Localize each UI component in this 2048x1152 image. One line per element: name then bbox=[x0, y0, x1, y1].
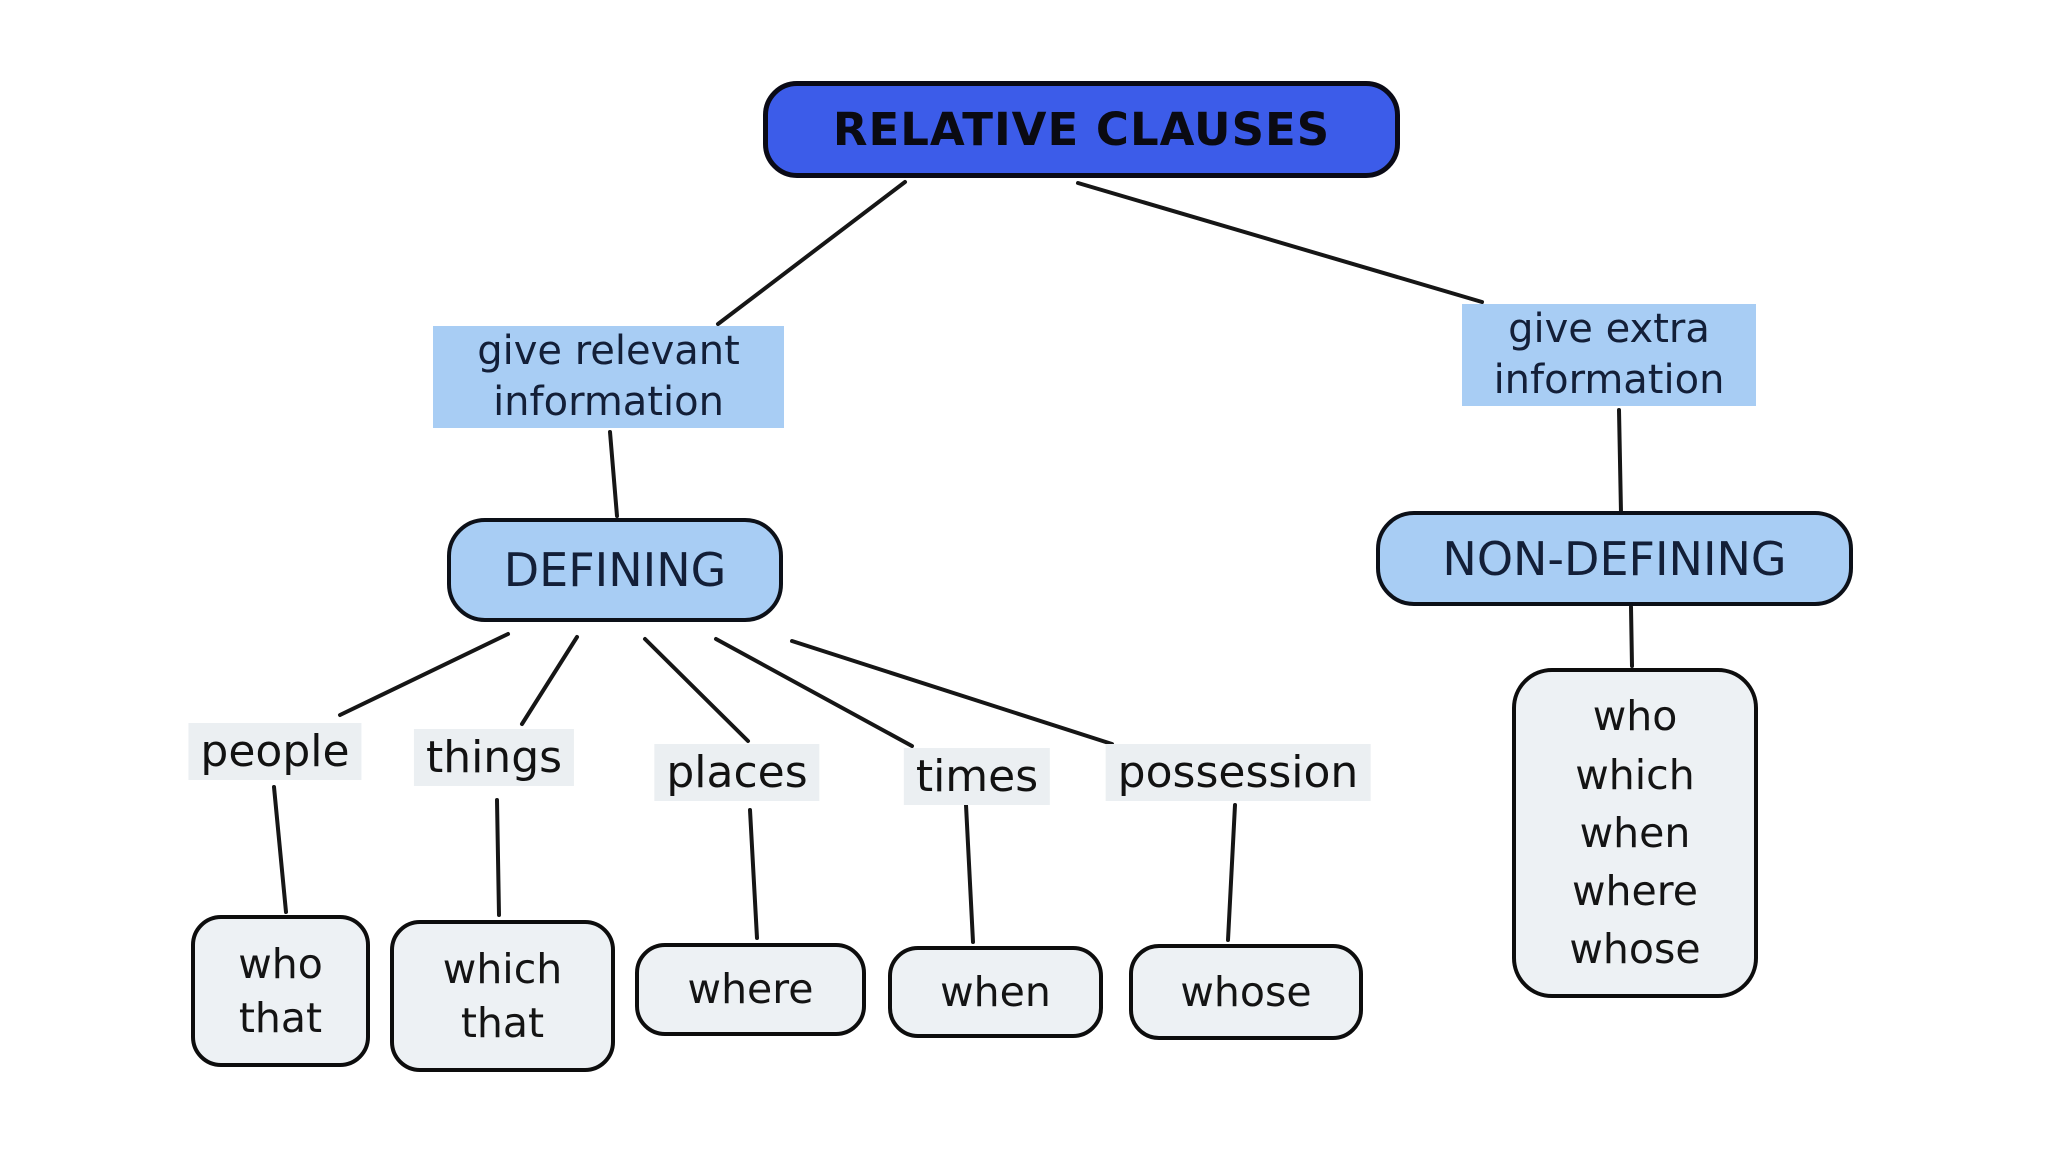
connector bbox=[714, 637, 914, 748]
connector bbox=[338, 632, 510, 717]
connector bbox=[716, 180, 907, 326]
connector bbox=[272, 785, 288, 914]
category-label-possession: possession bbox=[1105, 744, 1371, 801]
connector bbox=[643, 637, 750, 743]
leaf-node-possession-pronouns: whose bbox=[1129, 944, 1363, 1040]
connector bbox=[495, 798, 501, 917]
category-label-people: people bbox=[188, 723, 362, 780]
connector bbox=[1629, 605, 1634, 668]
branch-node-non-defining: NON-DEFINING bbox=[1376, 511, 1853, 606]
note-give-extra-information: give extra information bbox=[1462, 304, 1756, 406]
leaf-node-things-pronouns: which that bbox=[390, 920, 615, 1072]
connector bbox=[790, 639, 1114, 746]
category-label-places: places bbox=[654, 744, 820, 801]
root-node-relative-clauses: RELATIVE CLAUSES bbox=[763, 81, 1400, 178]
leaf-node-times-pronouns: when bbox=[888, 946, 1103, 1038]
connector bbox=[608, 430, 619, 518]
leaf-node-non-defining-pronouns: who which when where whose bbox=[1512, 668, 1758, 998]
connector bbox=[1226, 803, 1237, 942]
branch-node-defining: DEFINING bbox=[447, 518, 783, 622]
category-label-things: things bbox=[413, 729, 575, 786]
category-label-times: times bbox=[903, 748, 1051, 805]
connector bbox=[1076, 181, 1484, 304]
leaf-node-people-pronouns: who that bbox=[191, 915, 370, 1067]
connector bbox=[964, 803, 975, 944]
leaf-node-places-pronouns: where bbox=[635, 943, 866, 1036]
connector bbox=[1617, 408, 1623, 515]
note-give-relevant-information: give relevant information bbox=[433, 326, 784, 428]
connector bbox=[520, 635, 579, 726]
connector bbox=[748, 808, 759, 940]
